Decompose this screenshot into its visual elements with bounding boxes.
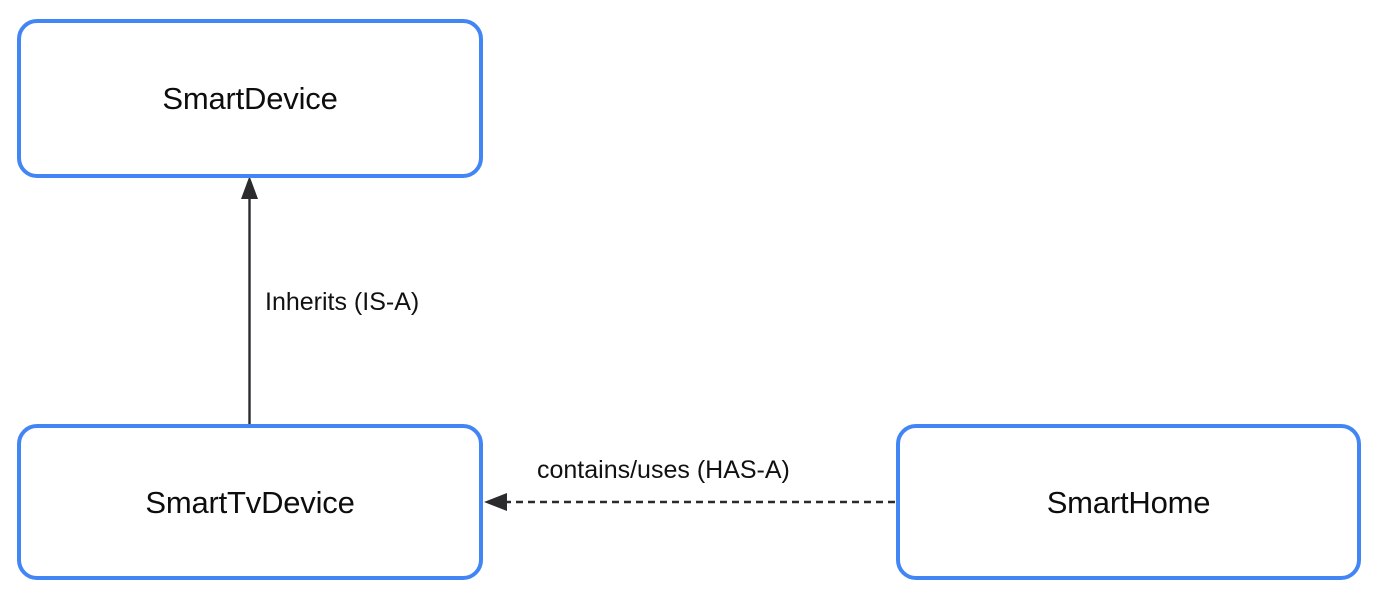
- edge-label-contains: contains/uses (HAS-A): [537, 456, 790, 484]
- edge-inherits-arrowhead: [241, 176, 258, 199]
- class-node-label: SmartTvDevice: [145, 484, 355, 520]
- class-node-label: SmartDevice: [162, 81, 338, 116]
- edge-contains-has-a: [484, 493, 895, 511]
- class-node-smarttvdevice[interactable]: SmartTvDevice: [17, 424, 483, 580]
- edge-label-inherits: Inherits (IS-A): [265, 288, 420, 316]
- edge-inherits-is-a: [241, 176, 258, 425]
- class-node-smartdevice[interactable]: SmartDevice: [17, 19, 483, 178]
- class-node-label: SmartHome: [1046, 484, 1211, 520]
- class-node-smarthome[interactable]: SmartHome: [896, 424, 1361, 580]
- edge-contains-arrowhead: [484, 493, 507, 511]
